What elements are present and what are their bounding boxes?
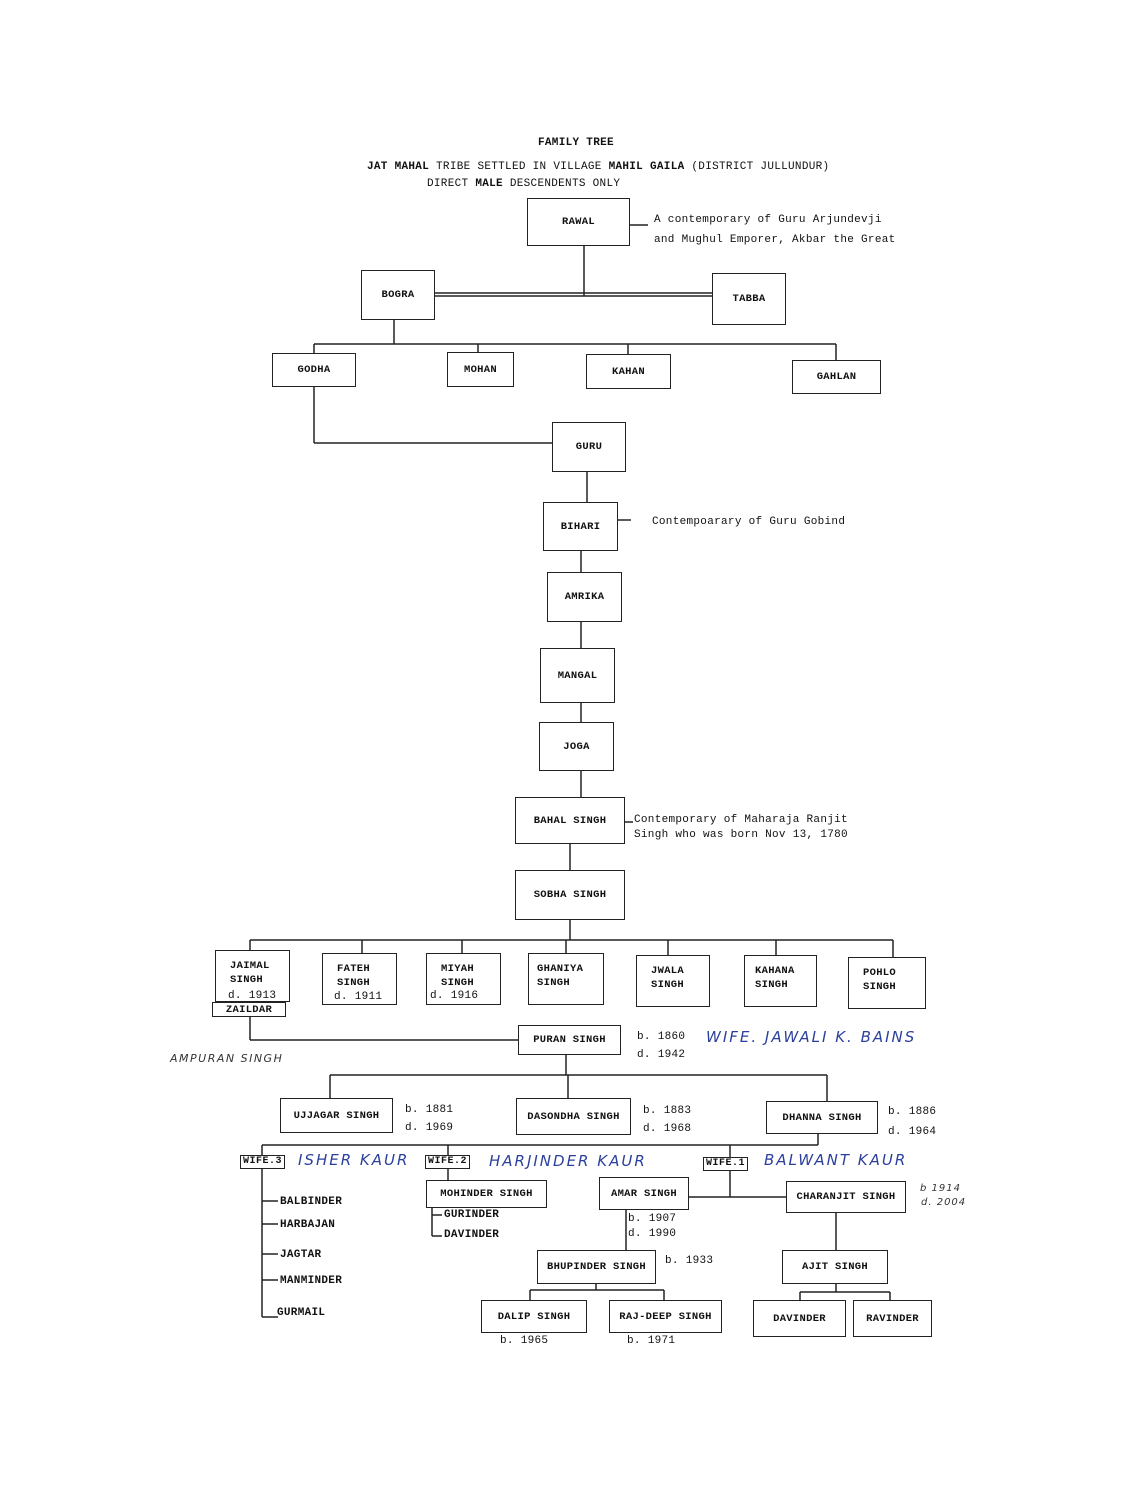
village-name: MAHIL GAILA	[608, 161, 685, 173]
scope-pre: DIRECT	[427, 178, 469, 190]
node-rawal: RAWAL	[527, 198, 630, 246]
charanjit-death: d. 2004	[921, 1197, 967, 1208]
zaildar-tag: ZAILDAR	[212, 1002, 286, 1017]
node-charanjit-singh: CHARANJIT SINGH	[786, 1181, 906, 1213]
node-bhupinder-singh: BHUPINDER SINGH	[537, 1250, 656, 1284]
dalip-birth: b. 1965	[500, 1335, 549, 1347]
node-fateh-singh: FATEH SINGH	[322, 953, 397, 1005]
district-text: (DISTRICT JULLUNDUR)	[691, 161, 830, 173]
node-jwala-singh: JWALA SINGH	[636, 955, 710, 1007]
note-bahal-1: Contemporary of Maharaja Ranjit	[634, 814, 848, 826]
dasondha-death: d. 1968	[643, 1123, 692, 1135]
node-mangal: MANGAL	[540, 648, 615, 703]
dhanna-birth: b. 1886	[888, 1106, 937, 1118]
amar-death: d. 1990	[628, 1228, 677, 1240]
node-gahlan: GAHLAN	[792, 360, 881, 394]
amar-birth: b. 1907	[628, 1213, 677, 1225]
node-bihari: BIHARI	[543, 502, 618, 551]
note-bihari: Contempoarary of Guru Gobind	[652, 516, 846, 528]
wife1-tag: WIFE.1	[703, 1157, 749, 1171]
node-bogra: BOGRA	[361, 270, 435, 320]
node-kahana-singh: KAHANA SINGH	[744, 955, 817, 1007]
node-amar-singh: AMAR SINGH	[599, 1177, 689, 1210]
ampuran-note: AMPURAN SINGH	[170, 1052, 284, 1065]
node-dhanna-singh: DHANNA SINGH	[766, 1101, 878, 1134]
node-ravinder: RAVINDER	[853, 1300, 932, 1337]
ujjagar-death: d. 1969	[405, 1122, 454, 1134]
node-dalip-singh: DALIP SINGH	[481, 1300, 587, 1333]
fateh-death: d. 1911	[334, 991, 383, 1003]
dhanna-death: d. 1964	[888, 1126, 937, 1138]
node-pohlo-singh: POHLO SINGH	[848, 957, 926, 1009]
mohinder-son: GURINDER	[444, 1209, 500, 1221]
node-puran-singh: PURAN SINGH	[518, 1025, 621, 1055]
scope-post: DESCENDENTS ONLY	[509, 178, 621, 190]
node-davinder: DAVINDER	[753, 1300, 846, 1337]
node-amrika: AMRIKA	[547, 572, 622, 622]
wife1-name: BALWANT KAUR	[764, 1151, 908, 1169]
wife3-son: MANMINDER	[280, 1275, 343, 1287]
ujjagar-birth: b. 1881	[405, 1104, 454, 1116]
jaimal-death: d. 1913	[228, 990, 277, 1002]
node-jaimal-singh: JAIMAL SINGH	[215, 950, 290, 1002]
dasondha-birth: b. 1883	[643, 1105, 692, 1117]
subtitle-text: TRIBE SETTLED IN VILLAGE	[436, 161, 602, 173]
node-tabba: TABBA	[712, 273, 786, 325]
node-ghaniya-singh: GHANIYA SINGH	[528, 953, 604, 1005]
charanjit-birth: b 1914	[920, 1183, 961, 1194]
node-ujjagar-singh: UJJAGAR SINGH	[280, 1098, 393, 1133]
wife2-tag: WIFE.2	[425, 1155, 471, 1169]
wife3-son: GURMAIL	[277, 1307, 326, 1319]
raj-deep-birth: b. 1971	[627, 1335, 676, 1347]
node-miyah-singh: MIYAH SINGH	[426, 953, 501, 1005]
node-mohan: MOHAN	[447, 352, 514, 387]
puran-death: d. 1942	[637, 1049, 686, 1061]
bhupinder-birth: b. 1933	[665, 1255, 714, 1267]
note-bahal-2: Singh who was born Nov 13, 1780	[634, 829, 848, 841]
node-kahan: KAHAN	[586, 354, 671, 389]
scope-bold: MALE	[475, 178, 503, 190]
node-dasondha-singh: DASONDHA SINGH	[516, 1098, 631, 1135]
note-rawal-1: A contemporary of Guru Arjundevji	[654, 214, 882, 226]
wife3-son: JAGTAR	[280, 1249, 322, 1261]
puran-birth: b. 1860	[637, 1031, 686, 1043]
wife3-son: BALBINDER	[280, 1196, 343, 1208]
node-godha: GODHA	[272, 353, 356, 387]
page-title: FAMILY TREE	[538, 137, 614, 149]
mohinder-son: DAVINDER	[444, 1229, 500, 1241]
node-ajit-singh: AJIT SINGH	[782, 1250, 888, 1284]
note-rawal-2: and Mughul Emporer, Akbar the Great	[654, 234, 896, 246]
tribe-name: JAT MAHAL	[367, 161, 430, 173]
puran-wife-name: WIFE. JAWALI K. BAINS	[706, 1028, 917, 1046]
wife3-tag: WIFE.3	[240, 1155, 286, 1169]
node-mohinder-singh: MOHINDER SINGH	[426, 1180, 547, 1208]
miyah-death: d. 1916	[430, 990, 479, 1002]
node-raj-deep-singh: RAJ-DEEP SINGH	[609, 1300, 722, 1333]
wife3-name: ISHER KAUR	[298, 1151, 410, 1169]
wife2-name: HARJINDER KAUR	[489, 1152, 647, 1170]
node-sobha-singh: SOBHA SINGH	[515, 870, 625, 920]
node-guru: GURU	[552, 422, 626, 472]
wife3-son: HARBAJAN	[280, 1219, 336, 1231]
subtitle: JAT MAHAL TRIBE SETTLED IN VILLAGE MAHIL…	[367, 161, 829, 173]
node-bahal-singh: BAHAL SINGH	[515, 797, 625, 844]
node-joga: JOGA	[539, 722, 614, 771]
scope-line: DIRECT MALE DESCENDENTS ONLY	[427, 178, 620, 190]
